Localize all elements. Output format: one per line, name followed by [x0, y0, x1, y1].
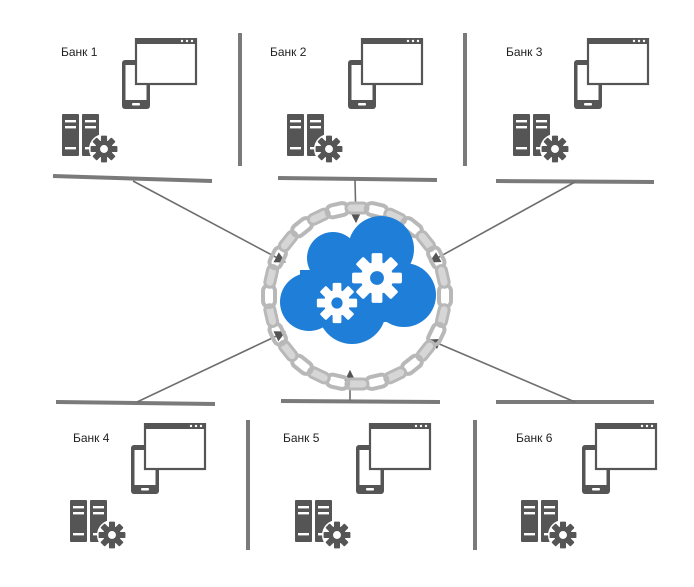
chain-link	[277, 339, 299, 363]
bank-2	[287, 38, 424, 164]
cloud-icon	[280, 216, 436, 344]
gear-icon	[352, 253, 402, 303]
platform-bank-2	[277, 176, 438, 182]
devices-icon	[131, 423, 207, 495]
chain-link	[263, 264, 280, 289]
chain-link	[434, 303, 451, 328]
server-gear-icon	[287, 114, 344, 164]
server-gear-icon	[295, 500, 352, 550]
platform-bank-3	[495, 179, 655, 184]
chain-link	[277, 229, 299, 253]
connector-bank-4	[136, 331, 287, 403]
chain-link	[344, 377, 370, 391]
chain-link	[415, 229, 437, 253]
chain-link	[415, 339, 437, 363]
connector-bank-3	[429, 181, 576, 263]
devices-icon	[356, 423, 432, 495]
chain-link	[344, 201, 370, 215]
chain-link	[263, 303, 280, 328]
devices-icon	[348, 38, 424, 110]
connector-bank-1	[132, 180, 286, 263]
devices-icon	[582, 423, 658, 495]
platform-bank-1	[52, 174, 213, 183]
server-gear-icon	[521, 500, 578, 550]
platform-bank-5	[280, 399, 441, 404]
gear-icon	[316, 282, 358, 324]
devices-icon	[122, 38, 198, 110]
connector-bank-6	[428, 338, 576, 403]
server-gear-icon	[513, 114, 570, 164]
bank-6-label: Банк 6	[516, 431, 553, 445]
devices-icon	[574, 38, 650, 110]
server-gear-icon	[70, 500, 127, 550]
chain-link	[306, 207, 331, 226]
platform-bank-4	[55, 400, 216, 406]
chain-link	[306, 366, 331, 385]
bank-4-label: Банк 4	[73, 431, 110, 445]
bank-5-label: Банк 5	[283, 431, 320, 445]
bank-3-label: Банк 3	[506, 45, 543, 59]
connector-bank-2	[350, 179, 362, 224]
bank-1-label: Банк 1	[61, 45, 98, 59]
server-gear-icon	[62, 114, 119, 164]
chain-link	[434, 264, 451, 289]
chain-ring	[261, 201, 453, 391]
chain-link	[383, 366, 408, 385]
bank-2-label: Банк 2	[270, 45, 307, 59]
